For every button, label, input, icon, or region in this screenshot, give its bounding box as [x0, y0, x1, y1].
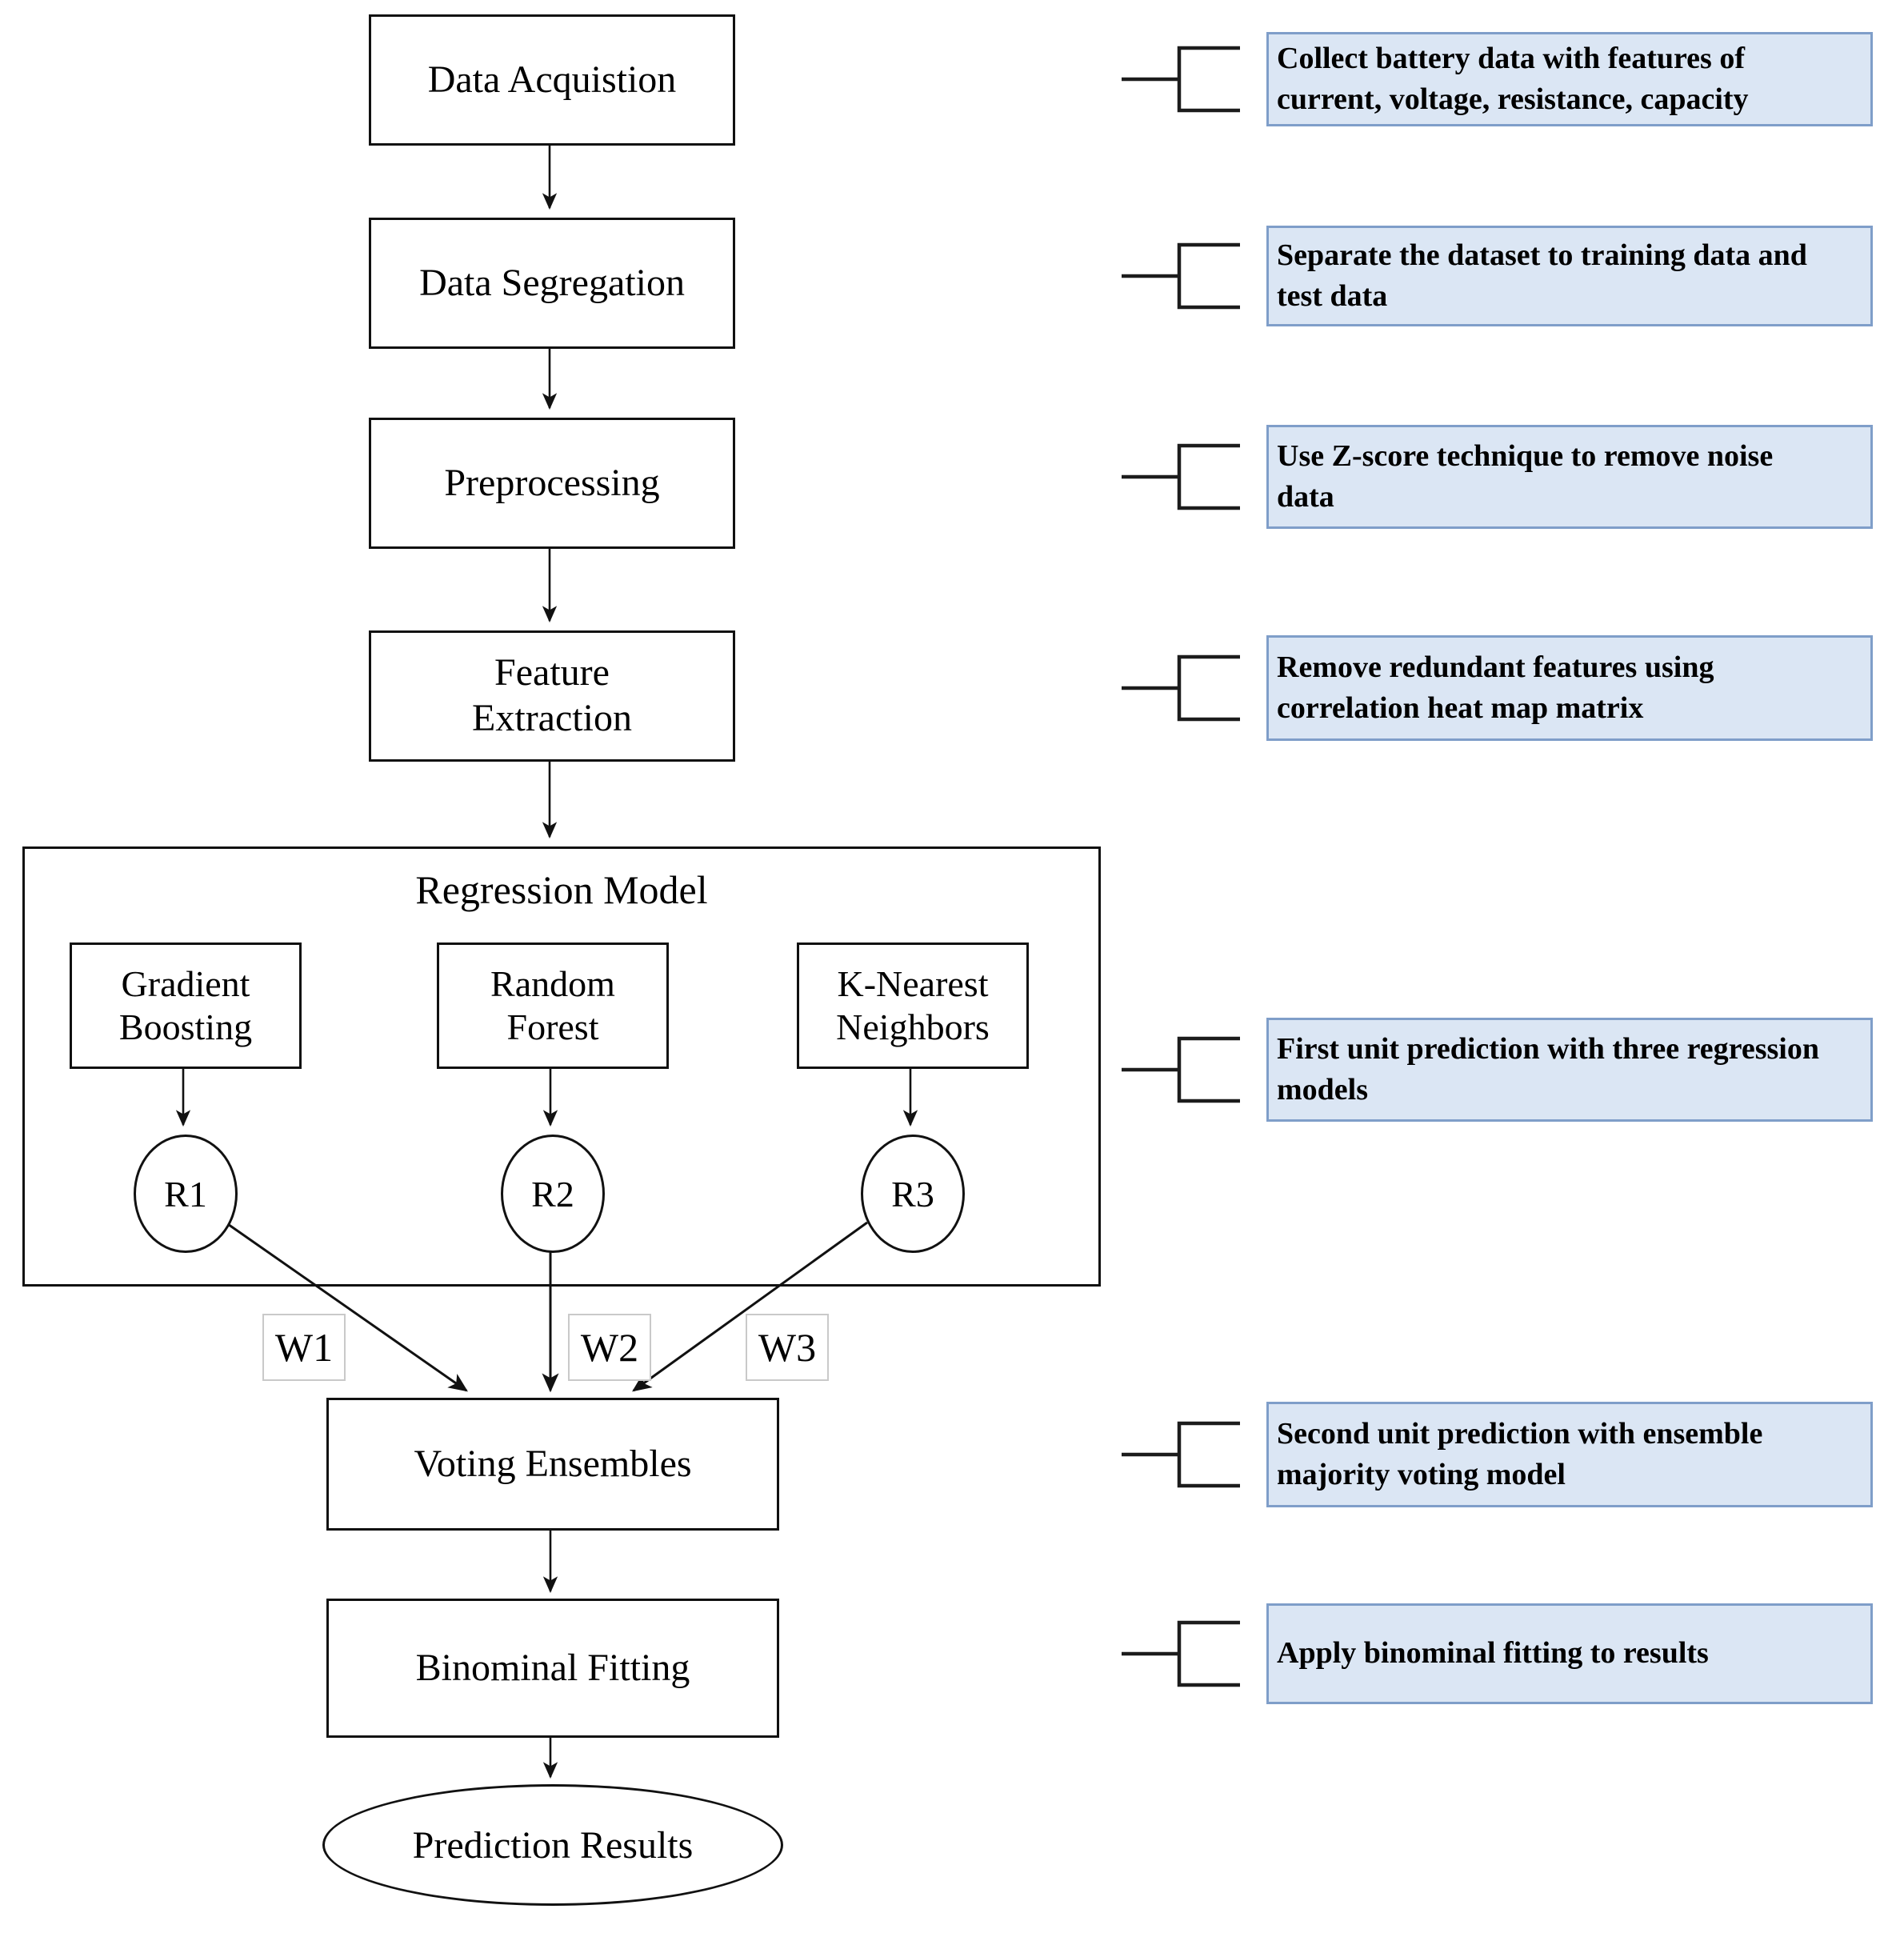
node-label: R1 [164, 1173, 207, 1215]
bracket-connector-6 [1122, 1421, 1240, 1488]
node-voting-ensembles: Voting Ensembles [326, 1398, 779, 1531]
node-label: Random Forest [490, 962, 615, 1047]
annotation-first-unit: First unit prediction with three regress… [1266, 1018, 1873, 1122]
bracket-connector-4 [1122, 654, 1240, 722]
annotation-apply-fitting: Apply binominal fitting to results [1266, 1603, 1873, 1704]
node-label: Voting Ensembles [414, 1442, 692, 1485]
regression-model-group: Regression Model [22, 846, 1101, 1287]
bracket-connector-2 [1122, 242, 1240, 310]
node-r1: R1 [134, 1135, 238, 1253]
bracket-connector-5 [1122, 1036, 1240, 1103]
node-label: K-Nearest Neighbors [836, 962, 990, 1047]
arrow-r3-to-voting [632, 1221, 868, 1392]
node-binominal-fitting: Binominal Fitting [326, 1599, 779, 1738]
annotation-second-unit: Second unit prediction with ensemble maj… [1266, 1402, 1873, 1507]
annotation-text: Second unit prediction with ensemble maj… [1277, 1416, 1763, 1491]
weight-label-w3: W3 [746, 1314, 829, 1381]
node-gradient-boosting: Gradient Boosting [70, 942, 302, 1069]
node-prediction-results: Prediction Results [322, 1784, 783, 1906]
annotation-remove-redundant: Remove redundant features using correlat… [1266, 635, 1873, 741]
annotation-zscore: Use Z-score technique to remove noise da… [1266, 425, 1873, 529]
weight-label-w1: W1 [262, 1314, 346, 1381]
node-label: Preprocessing [444, 461, 660, 504]
annotation-text: Collect battery data with features of cu… [1277, 41, 1749, 116]
node-preprocessing: Preprocessing [369, 418, 735, 549]
node-r3: R3 [861, 1135, 965, 1253]
node-label: Data Segregation [419, 261, 685, 304]
annotation-separate-dataset: Separate the dataset to training data an… [1266, 226, 1873, 326]
node-label: Data Acquistion [427, 58, 677, 101]
node-label: Feature Extraction [472, 651, 632, 739]
node-data-segregation: Data Segregation [369, 218, 735, 349]
weight-label-w2: W2 [568, 1314, 651, 1381]
node-label: Gradient Boosting [118, 962, 253, 1047]
node-label: R3 [891, 1173, 934, 1215]
node-data-acquisition: Data Acquistion [369, 14, 735, 146]
weight-text: W3 [758, 1325, 817, 1370]
arrow-r1-to-voting [225, 1221, 468, 1392]
annotation-text: First unit prediction with three regress… [1277, 1031, 1819, 1107]
node-label: R2 [531, 1173, 574, 1215]
bracket-connector-3 [1122, 443, 1240, 510]
node-label: Prediction Results [412, 1823, 694, 1867]
regression-model-title: Regression Model [415, 867, 708, 912]
node-r2: R2 [501, 1135, 605, 1253]
bracket-connector-7 [1122, 1620, 1240, 1687]
node-label: Binominal Fitting [415, 1646, 690, 1689]
node-k-nearest-neighbors: K-Nearest Neighbors [797, 942, 1029, 1069]
node-feature-extraction: Feature Extraction [369, 630, 735, 762]
annotation-text: Use Z-score technique to remove noise da… [1277, 438, 1774, 514]
node-random-forest: Random Forest [437, 942, 669, 1069]
weight-text: W2 [580, 1325, 639, 1370]
annotation-text: Separate the dataset to training data an… [1277, 238, 1807, 313]
weight-text: W1 [274, 1325, 334, 1370]
annotation-text: Remove redundant features using correlat… [1277, 650, 1714, 725]
annotation-text: Apply binominal fitting to results [1277, 1636, 1709, 1671]
bracket-connector-1 [1122, 46, 1240, 113]
annotation-collect-data: Collect battery data with features of cu… [1266, 32, 1873, 126]
